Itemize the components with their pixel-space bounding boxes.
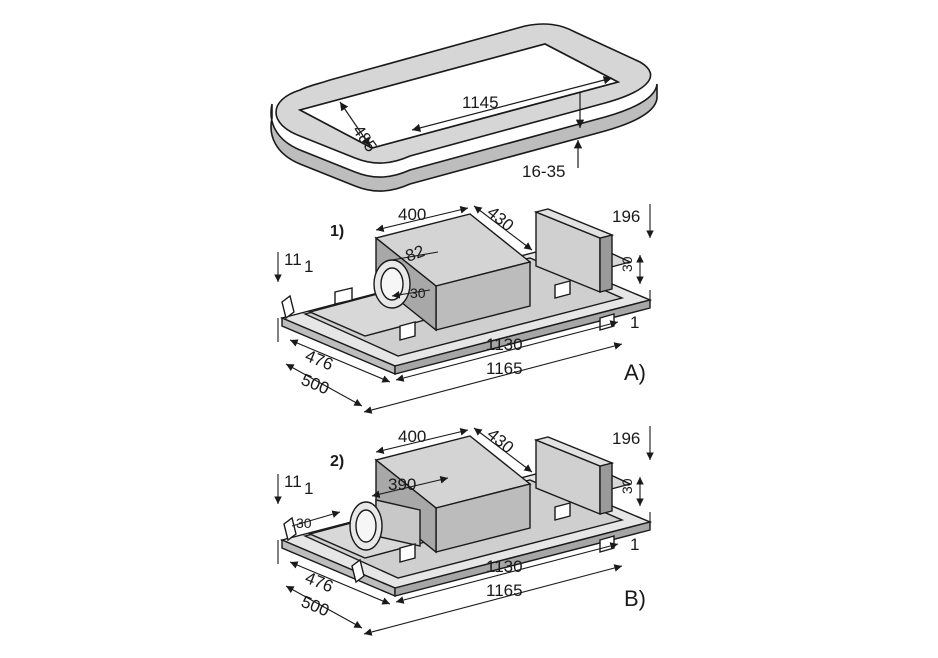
unit-a-dimensions [274,204,654,414]
unit-a-right-small: 1 [630,313,639,332]
unit-b-pin-1 [283,516,297,542]
unit-a-duct-offset: 30 [410,285,426,301]
unit-b-back-panel-top [533,436,615,467]
unit-a-box-height: 196 [612,207,640,226]
unit-b-duct-inner [355,509,377,543]
ring-length-label: 1145 [462,93,499,112]
unit-a-outer-length: 1165 [486,359,523,378]
unit-a-clip-3 [554,280,571,299]
unit-a-left-height-b: 1 [304,257,313,276]
unit-a-callout: 1) [330,223,344,240]
unit-b-dimensions [274,426,654,636]
unit-a-back-panel-side [599,234,613,293]
unit-b-clip-1 [399,543,416,563]
ring-length-line [411,76,613,132]
unit-a-outer-width: 500 [299,370,332,398]
unit-a-pin-1 [281,294,295,320]
unit-b-back-panel-side [599,462,613,515]
unit-b-left-height-b: 1 [304,479,313,498]
unit-b-side-offset: 30 [619,478,635,494]
unit-a-left-height-a: 11 [284,250,302,269]
unit-b-outer-length: 1165 [486,581,523,600]
unit-a-inner-length: 1130 [486,335,523,354]
ring-side [270,83,658,192]
unit-a-clip-1 [334,287,353,305]
unit-a [279,208,653,376]
unit-b-outer-width: 500 [299,592,332,620]
unit-b-left-height-a: 11 [284,472,302,491]
unit-b-callout: 2) [330,453,344,470]
unit-b-duct-offset: 30 [296,515,312,531]
unit-b-inner-length: 1130 [486,557,523,576]
ring-dimensions [339,76,613,168]
ring-thickness-label: 16-35 [522,162,565,181]
unit-b-clip-2 [554,502,571,521]
unit-a-back-panel-top [533,208,615,239]
unit-b-right-small: 1 [630,535,639,554]
unit-b-box-height: 196 [612,429,640,448]
unit-a-box-length: 400 [398,205,426,224]
unit-b-duct-length: 390 [388,475,416,494]
unit-b-label: B) [624,586,646,611]
ring-width-line [339,101,371,147]
unit-a-clip-2 [399,321,416,341]
unit-a-label: A) [624,360,646,385]
unit-b-box-length: 400 [398,427,426,446]
unit-a-side-offset: 30 [619,256,635,272]
